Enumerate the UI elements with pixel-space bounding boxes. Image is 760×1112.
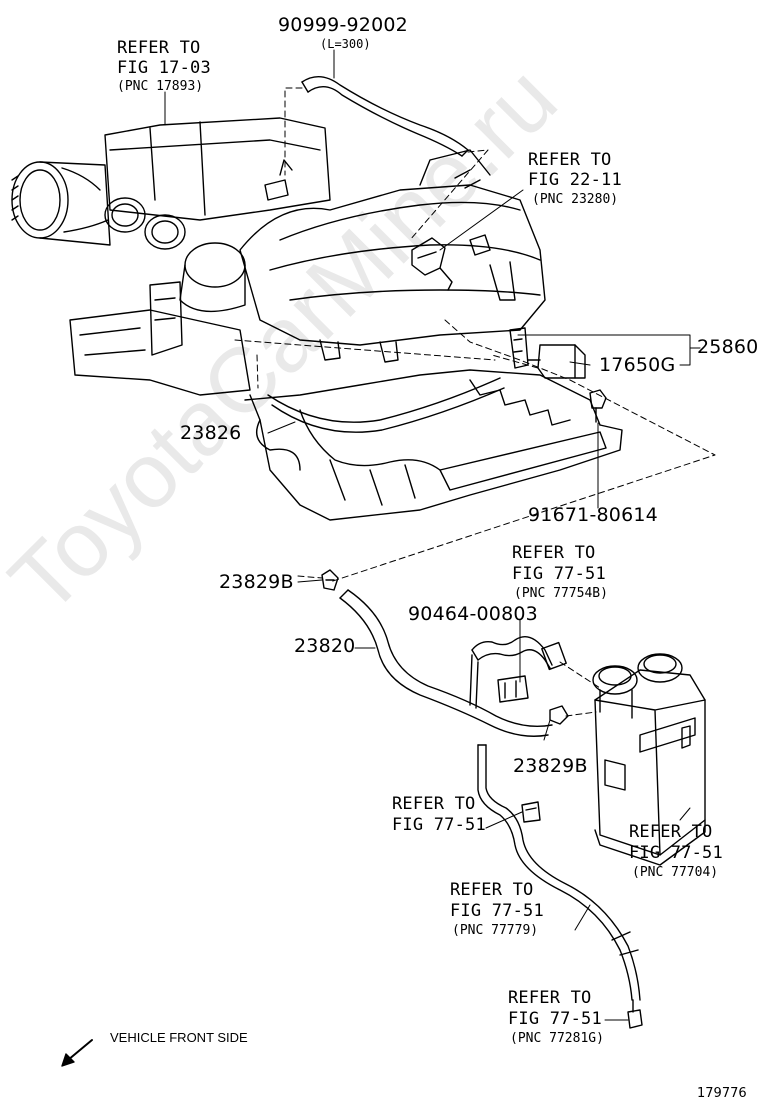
part-90999-92002: 90999-92002 — [278, 14, 408, 36]
air-intake-tube — [11, 161, 111, 246]
ref6-pnc: (PNC 77779) — [452, 923, 539, 938]
ref6-refer: REFER TO — [450, 880, 534, 900]
bolt-91671-80614 — [589, 389, 607, 423]
figure-number: 179776 — [697, 1086, 747, 1101]
ref2-refer: REFER TO — [528, 150, 612, 170]
hose-77779 — [477, 744, 641, 1001]
hose-77754b — [469, 636, 567, 709]
ref5-pnc: (PNC 77704) — [632, 865, 719, 880]
hose-23820 — [339, 589, 553, 737]
part-17650g: 17650G — [599, 354, 676, 376]
throttle-body — [149, 242, 246, 356]
ref3-pnc: (PNC 77754B) — [514, 586, 608, 601]
hose-90999-92002 — [301, 76, 469, 157]
ref2-fig: FIG 22-11 — [528, 170, 622, 190]
part-23820: 23820 — [294, 635, 356, 657]
fitting-77281g — [627, 999, 643, 1029]
intake-manifold — [239, 149, 546, 363]
label-leaders — [164, 49, 701, 1021]
ref4-fig: FIG 77-51 — [392, 815, 486, 835]
part-90999-length: (L=300) — [320, 37, 371, 51]
ref7-pnc: (PNC 77281G) — [510, 1031, 604, 1046]
ref6-fig: FIG 77-51 — [450, 901, 544, 921]
ref2-pnc: (PNC 23280) — [532, 192, 619, 207]
ref1-refer: REFER TO — [117, 38, 201, 58]
part-91671-80614: 91671-80614 — [528, 504, 658, 526]
part-23829b-top: 23829B — [219, 571, 294, 593]
ref3-fig: FIG 77-51 — [512, 564, 606, 584]
part-25860: 25860 — [697, 336, 759, 358]
ref5-refer: REFER TO — [629, 822, 713, 842]
ref5-fig: FIG 77-51 — [629, 843, 723, 863]
ref4-refer: REFER TO — [392, 794, 476, 814]
charcoal-canister — [592, 653, 706, 866]
ref3-refer: REFER TO — [512, 543, 596, 563]
hose-23826 — [267, 377, 505, 433]
clamp-23829b-bottom — [549, 705, 569, 725]
clip-90464-00803 — [497, 675, 529, 703]
engine-block — [69, 309, 623, 521]
ref1-fig: FIG 17-03 — [117, 58, 211, 78]
part-23826: 23826 — [180, 422, 242, 444]
ref1-pnc: (PNC 17893) — [117, 79, 204, 94]
ref7-fig: FIG 77-51 — [508, 1009, 602, 1029]
clamp-23829b-top — [321, 569, 339, 591]
ref7-refer: REFER TO — [508, 988, 592, 1008]
air-cleaner-box — [104, 117, 331, 250]
vehicle-front-side-label: VEHICLE FRONT SIDE — [110, 1030, 248, 1045]
clip-77-51 — [521, 801, 541, 823]
sensor-23280 — [411, 237, 453, 291]
dashed-leaders-bottom — [297, 575, 601, 717]
dashed-leaders-top — [234, 87, 716, 583]
part-23829b-bottom: 23829B — [513, 755, 588, 777]
front-arrow-icon — [61, 1039, 93, 1067]
part-90464-00803: 90464-00803 — [408, 603, 538, 625]
